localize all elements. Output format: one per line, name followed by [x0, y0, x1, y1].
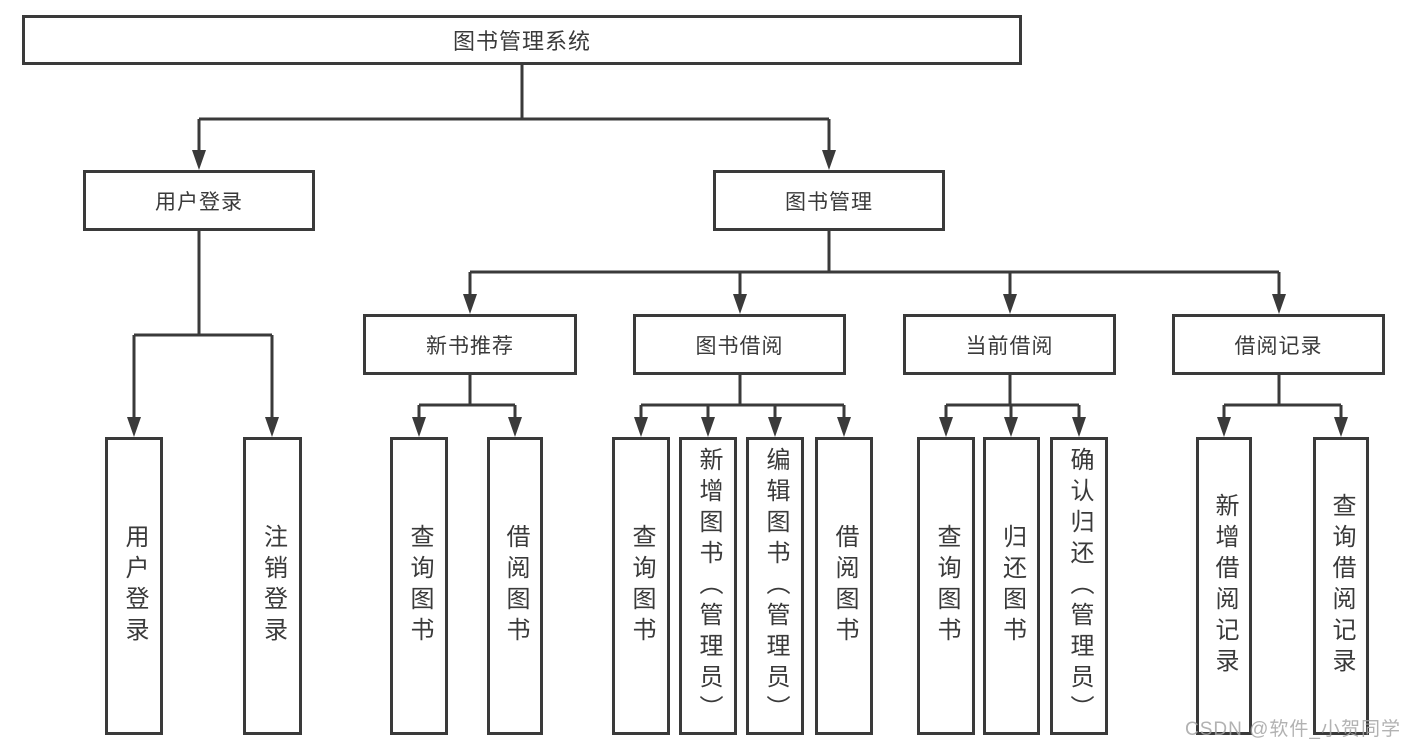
csdn-watermark: CSDN @软件_小贺同学	[1185, 719, 1401, 740]
connector-line	[1222, 375, 1343, 417]
leaf-query-books-current: 查询图书	[917, 437, 975, 735]
leaf-query-books-borrow: 查询图书	[612, 437, 670, 735]
leaf-label-user-login: 用户登录	[121, 524, 148, 648]
leaf-label-edit-books-admin: 编辑图书（管理员）	[762, 446, 789, 726]
arrowhead-icon	[508, 417, 522, 437]
node-label-book-borrow: 图书借阅	[695, 334, 784, 358]
leaf-label-borrow-books: 借阅图书	[831, 524, 858, 648]
arrowhead-icon	[1004, 417, 1018, 437]
node-label-new-book-recommend: 新书推荐	[426, 334, 514, 358]
node-book-borrow: 图书借阅	[633, 314, 846, 375]
leaf-label-return-books: 归还图书	[998, 524, 1026, 648]
connector-book-management-to-level3	[463, 231, 1286, 314]
leaf-label-logout: 注销登录	[259, 524, 287, 648]
connector-line	[639, 375, 846, 417]
leaf-edit-books-admin: 编辑图书（管理员）	[746, 437, 804, 735]
arrowhead-icon	[1272, 294, 1286, 314]
arrowhead-icon	[768, 417, 782, 437]
node-borrow-records: 借阅记录	[1172, 314, 1385, 375]
node-label-user-login: 用户登录	[155, 190, 243, 214]
node-new-book-recommend: 新书推荐	[363, 314, 577, 375]
node-user-login: 用户登录	[83, 170, 315, 231]
arrowhead-icon	[127, 417, 141, 437]
leaf-borrow-books-recommend: 借阅图书	[487, 437, 543, 735]
leaf-label-add-borrow-record: 新增借阅记录	[1211, 493, 1238, 679]
node-library-management-system: 图书管理系统	[22, 15, 1022, 65]
node-label-book-management: 图书管理	[785, 190, 873, 214]
arrowhead-icon	[1003, 294, 1017, 314]
leaf-query-borrow-record: 查询借阅记录	[1313, 437, 1369, 735]
connector-borrow-records-to-leaves	[1217, 375, 1348, 437]
node-label-current-borrow: 当前借阅	[965, 334, 1054, 358]
leaf-label-query-borrow-record: 查询借阅记录	[1328, 493, 1355, 679]
node-current-borrow: 当前借阅	[903, 314, 1116, 375]
leaf-add-books-admin: 新增图书（管理员）	[679, 437, 737, 735]
leaf-borrow-books: 借阅图书	[815, 437, 873, 735]
arrowhead-icon	[1217, 417, 1231, 437]
connector-user-login-to-leaves	[127, 231, 279, 437]
arrowhead-icon	[634, 417, 648, 437]
connector-line	[417, 375, 517, 417]
leaf-label-borrow-books-recommend: 借阅图书	[502, 524, 529, 648]
arrowhead-icon	[1072, 417, 1086, 437]
arrowhead-icon	[701, 417, 715, 437]
connector-line	[468, 231, 1281, 294]
leaf-logout: 注销登录	[243, 437, 302, 735]
arrowhead-icon	[463, 294, 477, 314]
arrowhead-icon	[733, 294, 747, 314]
leaf-query-books-recommend: 查询图书	[390, 437, 448, 735]
connector-line	[197, 65, 831, 150]
arrowhead-icon	[822, 150, 836, 170]
connector-line	[132, 231, 274, 417]
leaf-label-query-books-recommend: 查询图书	[406, 524, 433, 648]
arrowhead-icon	[192, 150, 206, 170]
arrowhead-icon	[939, 417, 953, 437]
connector-line	[944, 375, 1081, 417]
arrowhead-icon	[265, 417, 279, 437]
node-label-borrow-records: 借阅记录	[1234, 334, 1323, 358]
node-label-root: 图书管理系统	[452, 29, 591, 54]
leaf-user-login: 用户登录	[105, 437, 163, 735]
leaf-label-confirm-return-admin: 确认归还（管理员）	[1066, 446, 1093, 726]
leaf-confirm-return-admin: 确认归还（管理员）	[1050, 437, 1108, 735]
connector-current-borrow-to-leaves	[939, 375, 1086, 437]
leaf-add-borrow-record: 新增借阅记录	[1196, 437, 1252, 735]
node-book-management: 图书管理	[713, 170, 945, 231]
connector-new-book-recommend-to-leaves	[412, 375, 522, 437]
arrowhead-icon	[837, 417, 851, 437]
leaf-label-query-books-current: 查询图书	[933, 524, 960, 648]
connector-root-to-level2	[192, 65, 836, 170]
leaf-label-add-books-admin: 新增图书（管理员）	[695, 446, 722, 726]
leaf-return-books: 归还图书	[983, 437, 1040, 735]
arrowhead-icon	[1334, 417, 1348, 437]
leaf-label-query-books-borrow: 查询图书	[628, 524, 655, 648]
arrowhead-icon	[412, 417, 426, 437]
connector-book-borrow-to-leaves	[634, 375, 851, 437]
